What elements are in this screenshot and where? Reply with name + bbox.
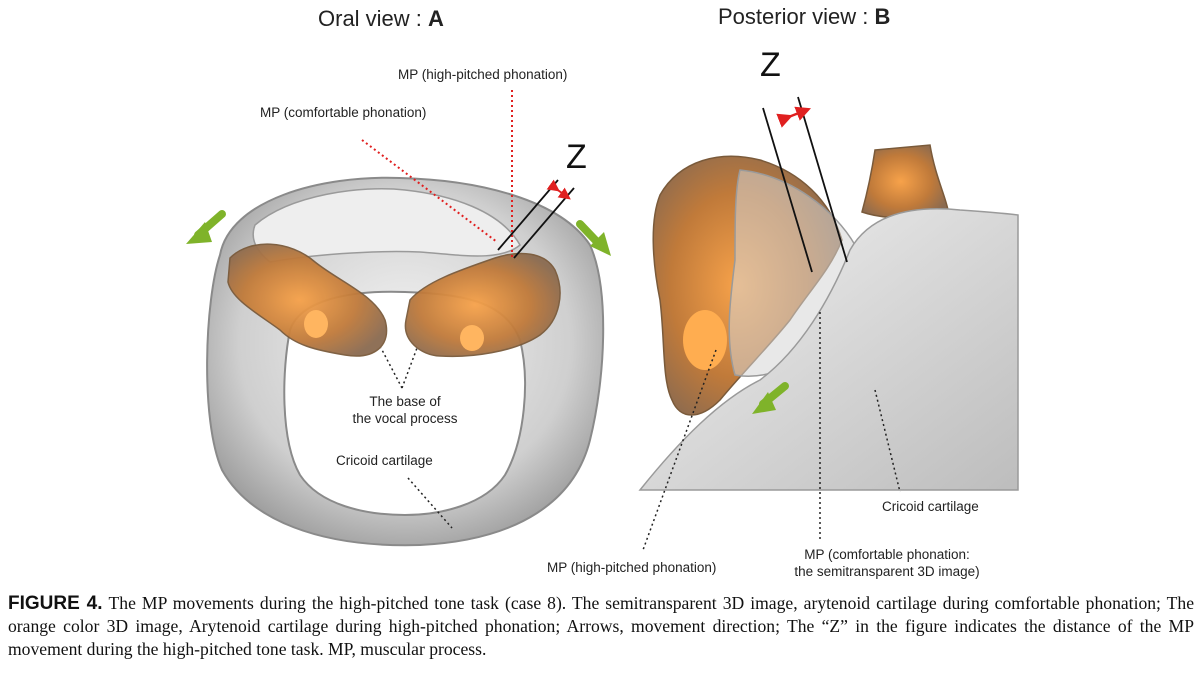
label-base-vocal-process: The base of the vocal process xyxy=(340,393,470,427)
figure-4: Oral view : A Posterior view : B MP (hig… xyxy=(186,4,1022,580)
panel-b-image xyxy=(630,96,1020,551)
leader-cricoid-a xyxy=(407,477,453,529)
green-arrow-b xyxy=(752,382,789,414)
label-z-a: Z xyxy=(566,138,587,176)
figure-caption: FIGURE 4.The MP movements during the hig… xyxy=(8,592,1194,661)
label-base-line1: The base of xyxy=(369,394,441,409)
label-mp-high-a: MP (high-pitched phonation) xyxy=(398,67,568,82)
green-arrow-left-a xyxy=(186,210,226,244)
arytenoid-b-highlight xyxy=(683,310,727,370)
arytenoid-left-highlight xyxy=(304,310,328,338)
arytenoid-left-a xyxy=(227,243,388,357)
panel-b-title: Posterior view : B xyxy=(718,4,890,30)
z-red-marker-a xyxy=(546,179,571,200)
arytenoid-right-highlight xyxy=(460,325,484,351)
panel-a-title: Oral view : A xyxy=(318,6,444,32)
panel-b-title-text: Posterior view : xyxy=(718,4,875,29)
label-cricoid-b: Cricoid cartilage xyxy=(882,499,979,514)
caption-text: The MP movements during the high-pitched… xyxy=(8,593,1195,659)
leader-base-left xyxy=(380,347,403,389)
panel-a-letter: A xyxy=(428,6,444,31)
cricoid-b xyxy=(638,208,1019,491)
label-z-b: Z xyxy=(760,46,781,84)
label-cricoid-a: Cricoid cartilage xyxy=(336,453,433,468)
panel-a-image xyxy=(186,90,611,547)
panel-a-title-text: Oral view : xyxy=(318,6,429,31)
panel-b-letter: B xyxy=(874,4,891,29)
label-base-line2: the vocal process xyxy=(352,411,458,426)
label-mp-high-b: MP (high-pitched phonation) xyxy=(547,560,717,575)
leader-mp-high-b xyxy=(642,349,717,551)
z-line-2-a xyxy=(513,187,575,259)
label-mp-comf-b-line1: MP (comfortable phonation: xyxy=(804,547,970,562)
green-arrow-right-a xyxy=(576,220,611,256)
label-mp-comf-b-line2: the semitransparent 3D image) xyxy=(794,564,980,579)
arytenoid-right-a xyxy=(404,252,561,358)
label-mp-comf-a: MP (comfortable phonation) xyxy=(260,105,427,120)
label-mp-comf-b: MP (comfortable phonation: the semitrans… xyxy=(752,546,1022,580)
z-red-marker-b xyxy=(776,106,811,128)
z-line-1-b xyxy=(762,107,813,273)
figure-artwork xyxy=(186,90,1020,551)
figure-label: FIGURE 4. xyxy=(8,593,103,614)
leader-mp-comf-a xyxy=(361,139,498,243)
leader-base-right xyxy=(401,347,418,389)
